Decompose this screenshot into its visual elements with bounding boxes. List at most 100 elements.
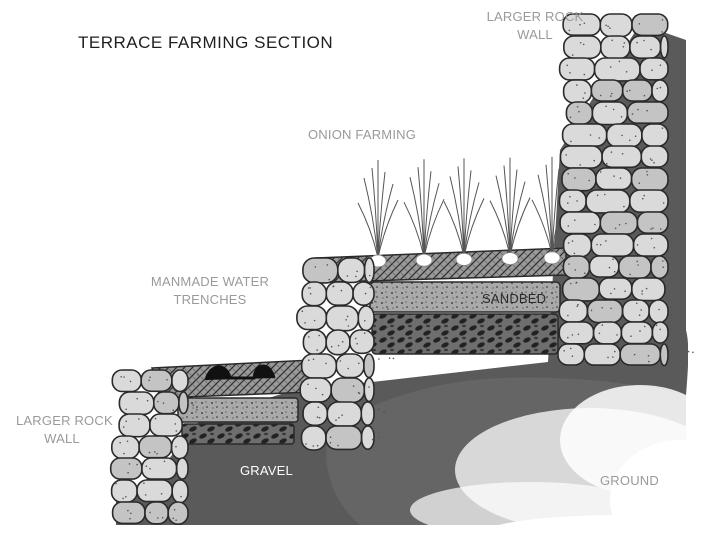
rock-speck	[355, 337, 357, 340]
rock-speck	[203, 468, 206, 470]
rock-speck	[338, 416, 340, 419]
rock	[144, 501, 170, 525]
rock-speck	[347, 367, 350, 370]
rock-speck	[582, 97, 585, 99]
label-onion-farming: ONION FARMING	[308, 127, 417, 142]
rock	[639, 57, 669, 81]
rock-speck	[601, 306, 603, 309]
rock-speck	[166, 379, 168, 381]
rock	[628, 189, 669, 214]
rock-speck	[664, 259, 667, 261]
rock	[599, 35, 631, 60]
rock	[360, 401, 375, 427]
rock-speck	[358, 362, 360, 365]
rock-speck	[392, 262, 394, 264]
rock-speck	[138, 418, 140, 420]
rock-speck	[610, 151, 613, 153]
onion-leaf	[403, 201, 425, 258]
rock-speck	[316, 444, 319, 447]
rock-speck	[605, 240, 607, 242]
rock-speck	[582, 43, 585, 46]
rock	[352, 281, 375, 307]
rock-speck	[610, 95, 612, 97]
rock	[586, 299, 624, 324]
rock-speck	[125, 420, 127, 423]
onion-leaf	[509, 181, 526, 256]
rock	[335, 353, 365, 379]
rock	[175, 457, 189, 480]
ground-fog	[410, 0, 706, 541]
rock-speck	[161, 516, 164, 519]
onion-leaf	[463, 170, 472, 257]
rock	[558, 57, 596, 81]
onion-leaf	[357, 202, 379, 259]
rock-speck	[653, 161, 655, 164]
rock-speck	[611, 92, 613, 95]
rock-speck	[599, 94, 602, 97]
rock-speck	[629, 139, 631, 142]
rock-speck	[646, 170, 648, 173]
rock-speck	[567, 242, 570, 244]
rock	[626, 101, 669, 125]
rock-speck	[583, 22, 586, 25]
rock-speck	[606, 162, 608, 165]
rock	[149, 413, 183, 437]
rock-speck	[612, 356, 614, 358]
rock	[558, 189, 587, 213]
rock-speck	[616, 334, 618, 336]
rock	[178, 391, 189, 415]
rock-speck	[638, 23, 641, 25]
rock-speck	[677, 350, 679, 352]
rock-speck	[584, 92, 586, 94]
rock-speck	[618, 224, 621, 226]
rock-speck	[576, 305, 579, 308]
rock-speck	[692, 351, 694, 354]
rock-speck	[318, 416, 321, 419]
rock-speck	[148, 451, 151, 454]
rock-speck	[317, 406, 320, 409]
rock-speck	[643, 39, 645, 42]
rock-speck	[596, 194, 599, 197]
rock	[630, 167, 669, 192]
rock-speck	[604, 193, 606, 196]
rock-speck	[643, 194, 645, 197]
rock	[640, 145, 669, 168]
label-ground: GROUND	[600, 473, 659, 488]
rock-speck	[186, 387, 189, 390]
onion-bulb	[455, 252, 473, 266]
rock-speck	[378, 358, 380, 360]
rock-speck	[634, 135, 637, 137]
label-upper-rock-wall-line2: WALL	[517, 27, 553, 42]
rock	[171, 479, 189, 504]
rock-speck	[312, 358, 315, 361]
rock-speck	[364, 292, 367, 295]
rock	[348, 329, 375, 355]
rock-speck	[571, 355, 574, 358]
rock	[109, 457, 143, 480]
rock-speck	[143, 482, 145, 485]
rock-speck	[593, 159, 595, 162]
rock-speck	[590, 309, 593, 312]
rock-speck	[364, 320, 366, 322]
rock	[620, 321, 654, 345]
rock-speck	[661, 127, 664, 129]
rock-speck	[605, 24, 607, 27]
rock-speck	[188, 454, 190, 457]
rock-walls	[109, 13, 694, 526]
rock-speck	[125, 408, 127, 411]
rock	[136, 479, 174, 503]
onion-leaf	[409, 177, 425, 258]
rock-speck	[613, 288, 616, 290]
rock-speck	[185, 475, 187, 477]
label-water-trenches-line1: MANMADE WATER	[150, 274, 270, 289]
rock	[302, 401, 329, 427]
lower-rock-wall	[109, 369, 206, 526]
rock-speck	[127, 471, 129, 474]
rock-speck	[129, 517, 131, 520]
rock-speck	[569, 347, 572, 350]
rock-speck	[337, 444, 339, 447]
onion-leaf	[363, 177, 379, 259]
rock-speck	[631, 113, 634, 115]
rock-speck	[368, 274, 371, 277]
